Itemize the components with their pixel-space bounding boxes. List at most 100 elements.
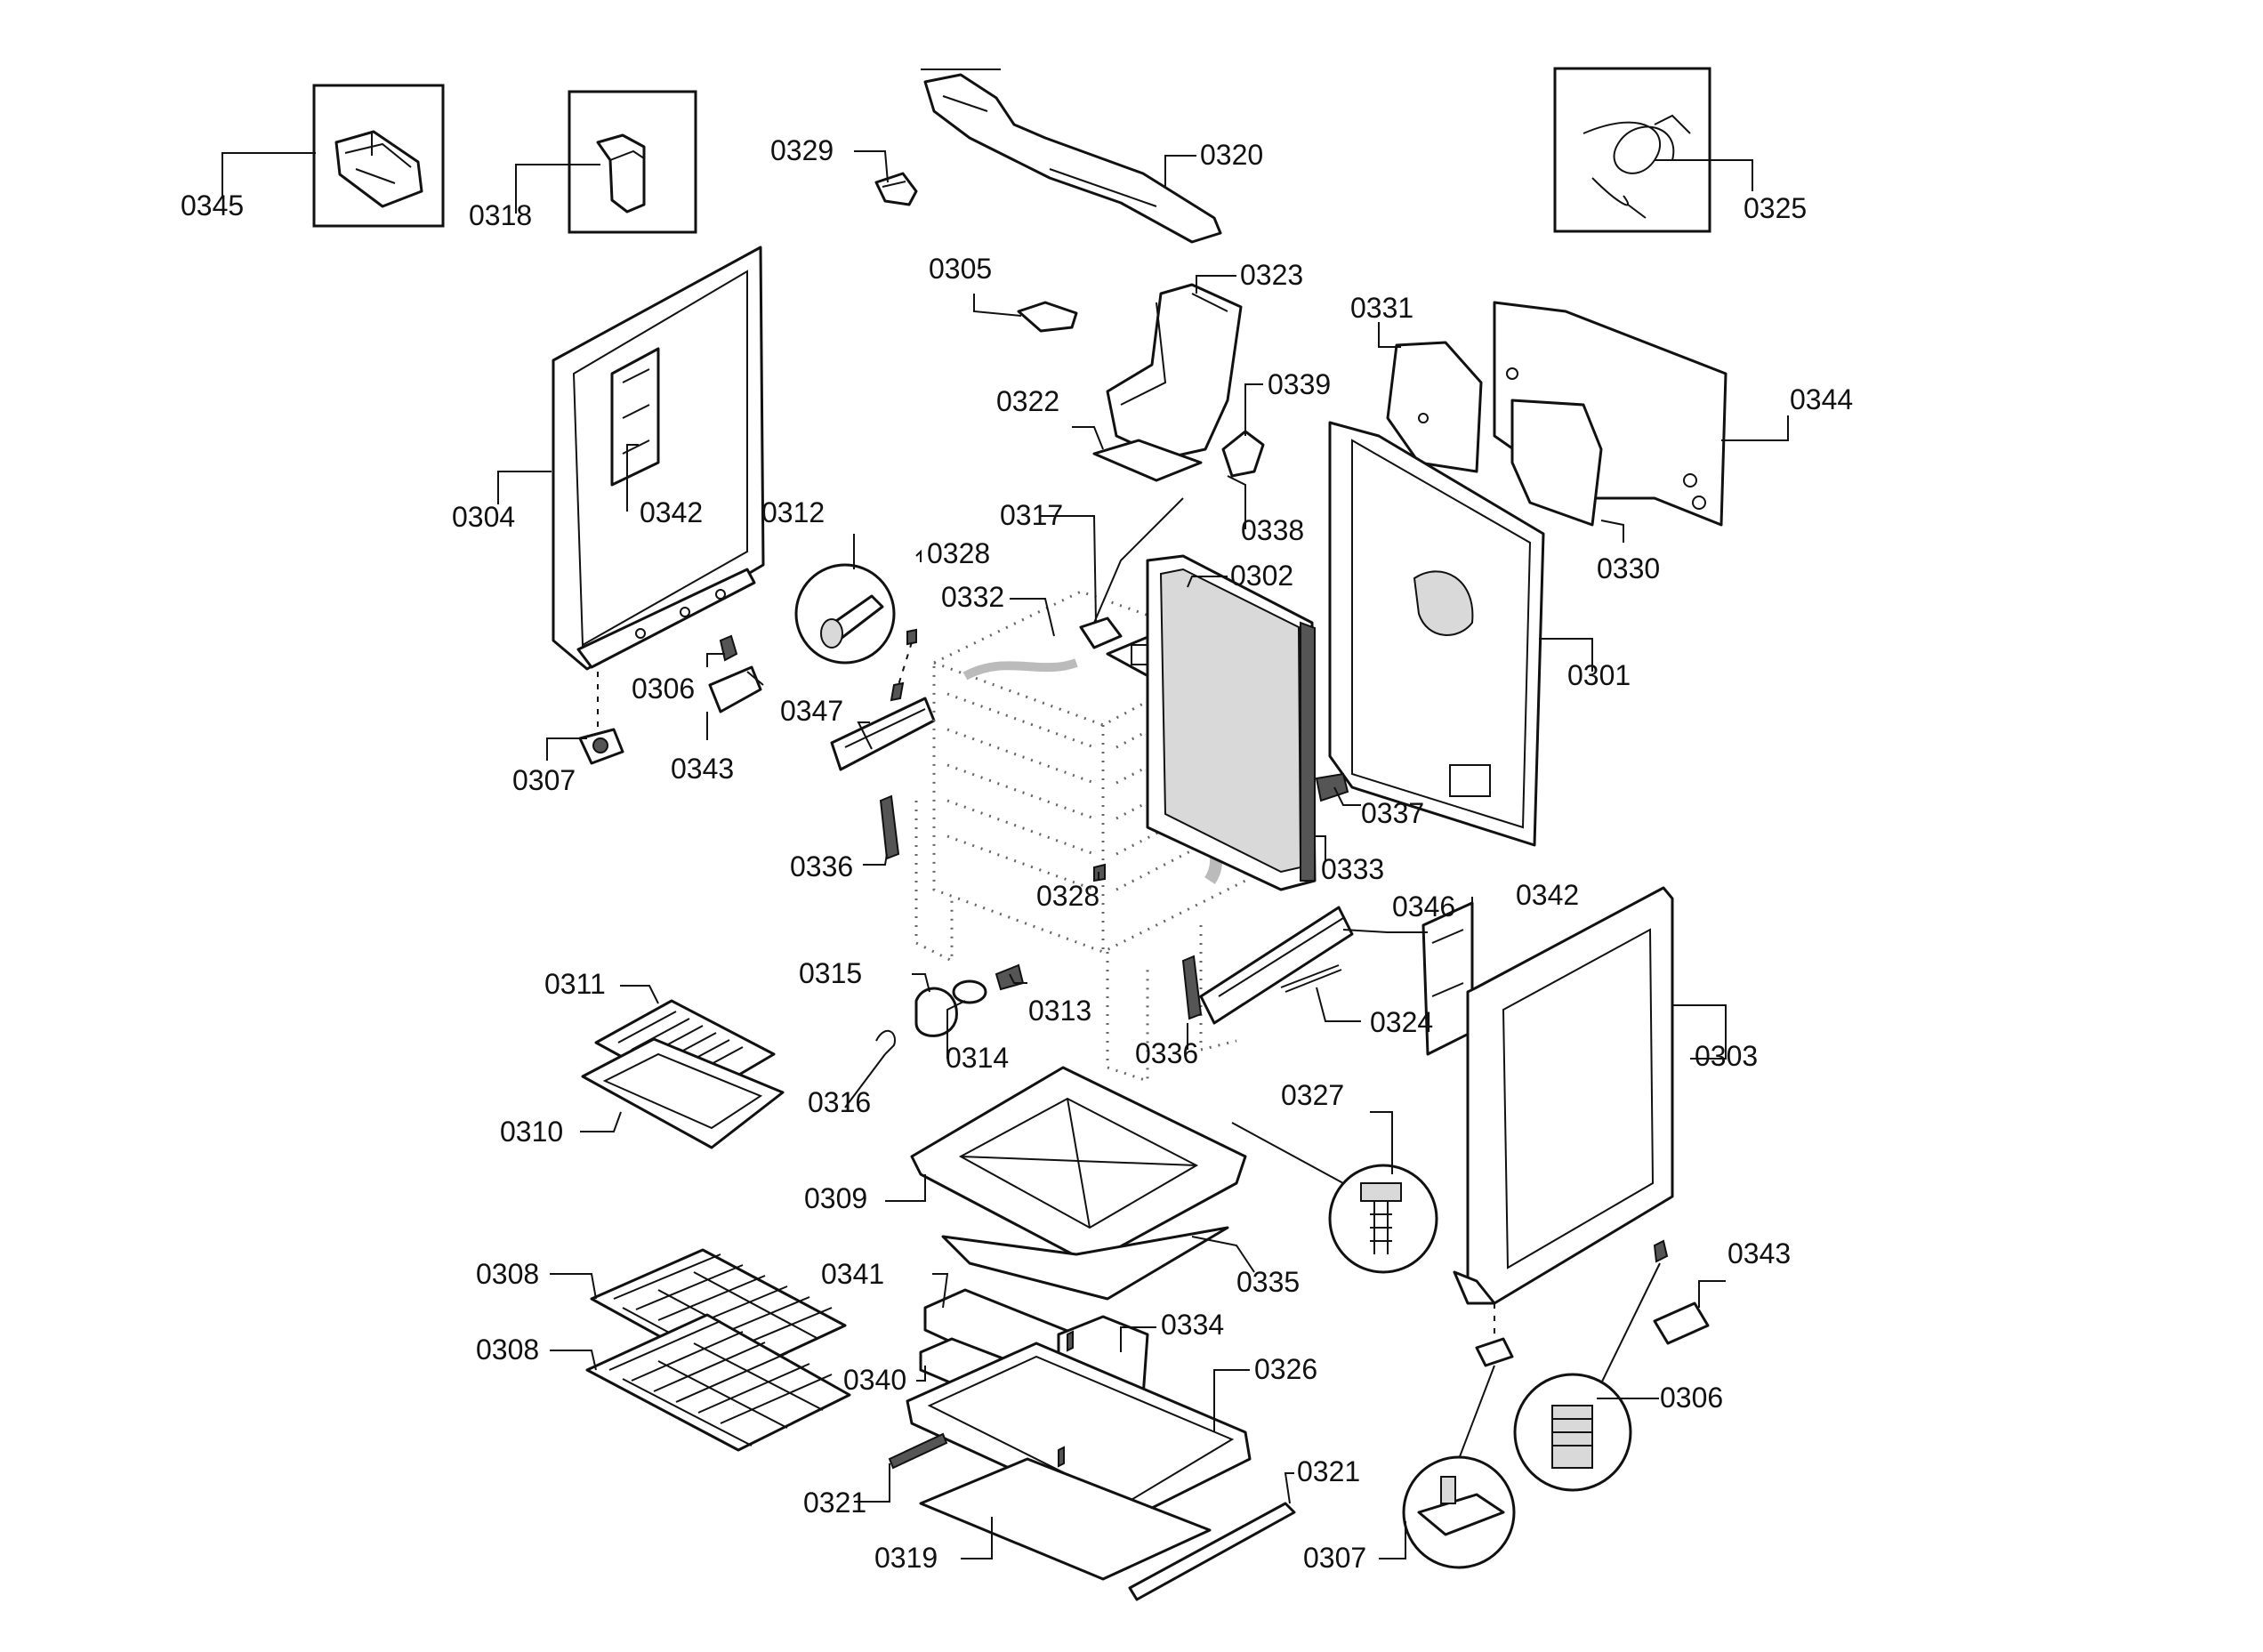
callout-0308-upper: 0308 xyxy=(476,1258,539,1290)
callout-0343-right: 0343 xyxy=(1727,1237,1791,1269)
lamp-0314 xyxy=(952,979,987,1004)
callout-0347: 0347 xyxy=(780,695,843,727)
guide-0336-left xyxy=(879,794,900,860)
oven-rack-0308-lower xyxy=(585,1313,851,1452)
callout-0304: 0304 xyxy=(452,501,515,533)
switch-0339 xyxy=(1221,430,1265,478)
panel-0330 xyxy=(1510,399,1603,527)
rail-0321-right xyxy=(1128,1502,1296,1601)
detail-0307-circle xyxy=(1402,1455,1516,1569)
detail-0327-circle xyxy=(1231,1122,1438,1274)
inset-box-0345 xyxy=(312,84,445,228)
callout-0334: 0334 xyxy=(1161,1309,1224,1341)
plate-0322 xyxy=(1092,439,1203,482)
callout-0330: 0330 xyxy=(1597,552,1660,584)
side-panel-0303 xyxy=(1453,886,1674,1305)
bracket-0329 xyxy=(874,172,918,206)
callout-0310: 0310 xyxy=(500,1116,563,1148)
callout-0308-lower: 0308 xyxy=(476,1334,539,1366)
foot-0306-right xyxy=(1600,1239,1669,1384)
hidden-bake-element-0317 xyxy=(1079,497,1184,649)
callout-0311: 0311 xyxy=(544,968,606,1000)
callout-0342-right: 0342 xyxy=(1516,879,1579,911)
callout-0323: 0323 xyxy=(1240,259,1303,291)
callout-0326: 0326 xyxy=(1254,1353,1317,1385)
gasket-0302 xyxy=(1146,554,1317,891)
callout-0345: 0345 xyxy=(181,189,244,222)
callout-0338: 0338 xyxy=(1241,514,1304,546)
trim-0333 xyxy=(1300,621,1316,882)
callout-0314: 0314 xyxy=(946,1042,1009,1074)
detail-0306-circle xyxy=(1513,1373,1632,1492)
screw-0328-top xyxy=(890,628,917,702)
oven-rack-0308-upper xyxy=(590,1248,847,1379)
rail-0320 xyxy=(921,68,1222,244)
side-panel-0304 xyxy=(552,246,765,671)
callout-0341: 0341 xyxy=(821,1258,884,1290)
callout-labels: 0345 0318 0329 0320 0325 0305 0323 0331 … xyxy=(181,134,1853,1574)
callout-0327: 0327 xyxy=(1281,1079,1344,1111)
callout-0306-left: 0306 xyxy=(632,673,695,705)
callout-0346: 0346 xyxy=(1392,890,1455,923)
guide-0336-right xyxy=(1181,955,1203,1020)
side-rail-0346 xyxy=(1199,906,1354,1025)
callout-0322: 0322 xyxy=(996,385,1059,417)
callout-0336-left: 0336 xyxy=(790,850,853,882)
broil-pan-0310 xyxy=(581,1037,785,1149)
callout-0337: 0337 xyxy=(1361,797,1424,829)
screw-row xyxy=(1058,1330,1074,1468)
callout-0315: 0315 xyxy=(799,957,862,989)
strip-0347 xyxy=(830,697,936,771)
callout-0335: 0335 xyxy=(1236,1266,1300,1298)
callout-0328-top: 0328 xyxy=(927,537,990,569)
callout-0307-left: 0307 xyxy=(512,764,576,796)
callout-0320: 0320 xyxy=(1200,139,1263,171)
cover-0305 xyxy=(1017,301,1078,333)
callout-0313: 0313 xyxy=(1028,995,1091,1027)
callout-0301: 0301 xyxy=(1567,659,1631,691)
leveler-0307-right xyxy=(1458,1303,1514,1460)
panel-0331 xyxy=(1386,341,1483,473)
callout-0307-right: 0307 xyxy=(1303,1542,1366,1574)
light-assembly-0312 xyxy=(794,563,896,665)
callout-0309: 0309 xyxy=(804,1182,867,1214)
callout-0325: 0325 xyxy=(1744,192,1807,224)
back-panel-0301 xyxy=(1328,421,1545,847)
callout-0318: 0318 xyxy=(469,199,532,231)
callout-0302: 0302 xyxy=(1230,560,1293,592)
inset-box-0318 xyxy=(568,90,697,234)
callout-0305: 0305 xyxy=(929,253,992,285)
callout-0316: 0316 xyxy=(808,1086,871,1118)
callout-0336-right: 0336 xyxy=(1135,1037,1198,1069)
callout-0332: 0332 xyxy=(941,581,1004,613)
plate-0319 xyxy=(919,1457,1212,1581)
hinge-0343-right xyxy=(1653,1301,1710,1345)
bottom-panel-0309 xyxy=(910,1066,1247,1265)
bracket-0337 xyxy=(1315,772,1349,802)
callout-0329: 0329 xyxy=(770,134,834,166)
callout-0343-left: 0343 xyxy=(671,753,734,785)
clip-0316 xyxy=(875,1029,896,1055)
bulb-0313 xyxy=(995,963,1025,991)
callout-0344: 0344 xyxy=(1790,383,1853,415)
callout-0340: 0340 xyxy=(843,1364,906,1396)
callout-0328-mid: 0328 xyxy=(1036,880,1099,912)
callout-0339: 0339 xyxy=(1268,368,1331,400)
callout-0321-left: 0321 xyxy=(803,1487,866,1519)
callout-0319: 0319 xyxy=(874,1542,938,1574)
callout-0331: 0331 xyxy=(1350,292,1413,324)
callout-0306-right: 0306 xyxy=(1660,1382,1723,1414)
lens-0315 xyxy=(914,987,958,1037)
divider-0335 xyxy=(941,1226,1229,1301)
callout-0342-left: 0342 xyxy=(640,496,703,528)
callout-0333: 0333 xyxy=(1321,853,1384,885)
inset-box-0325 xyxy=(1553,67,1711,233)
callout-0312: 0312 xyxy=(761,496,825,528)
callout-0321-right: 0321 xyxy=(1297,1455,1360,1487)
foot-0306-left xyxy=(719,634,738,662)
hinge-0343-left xyxy=(708,665,764,713)
duct-0323 xyxy=(1106,283,1243,460)
leveler-0307-left xyxy=(578,672,624,765)
probe-0324 xyxy=(1280,964,1342,993)
